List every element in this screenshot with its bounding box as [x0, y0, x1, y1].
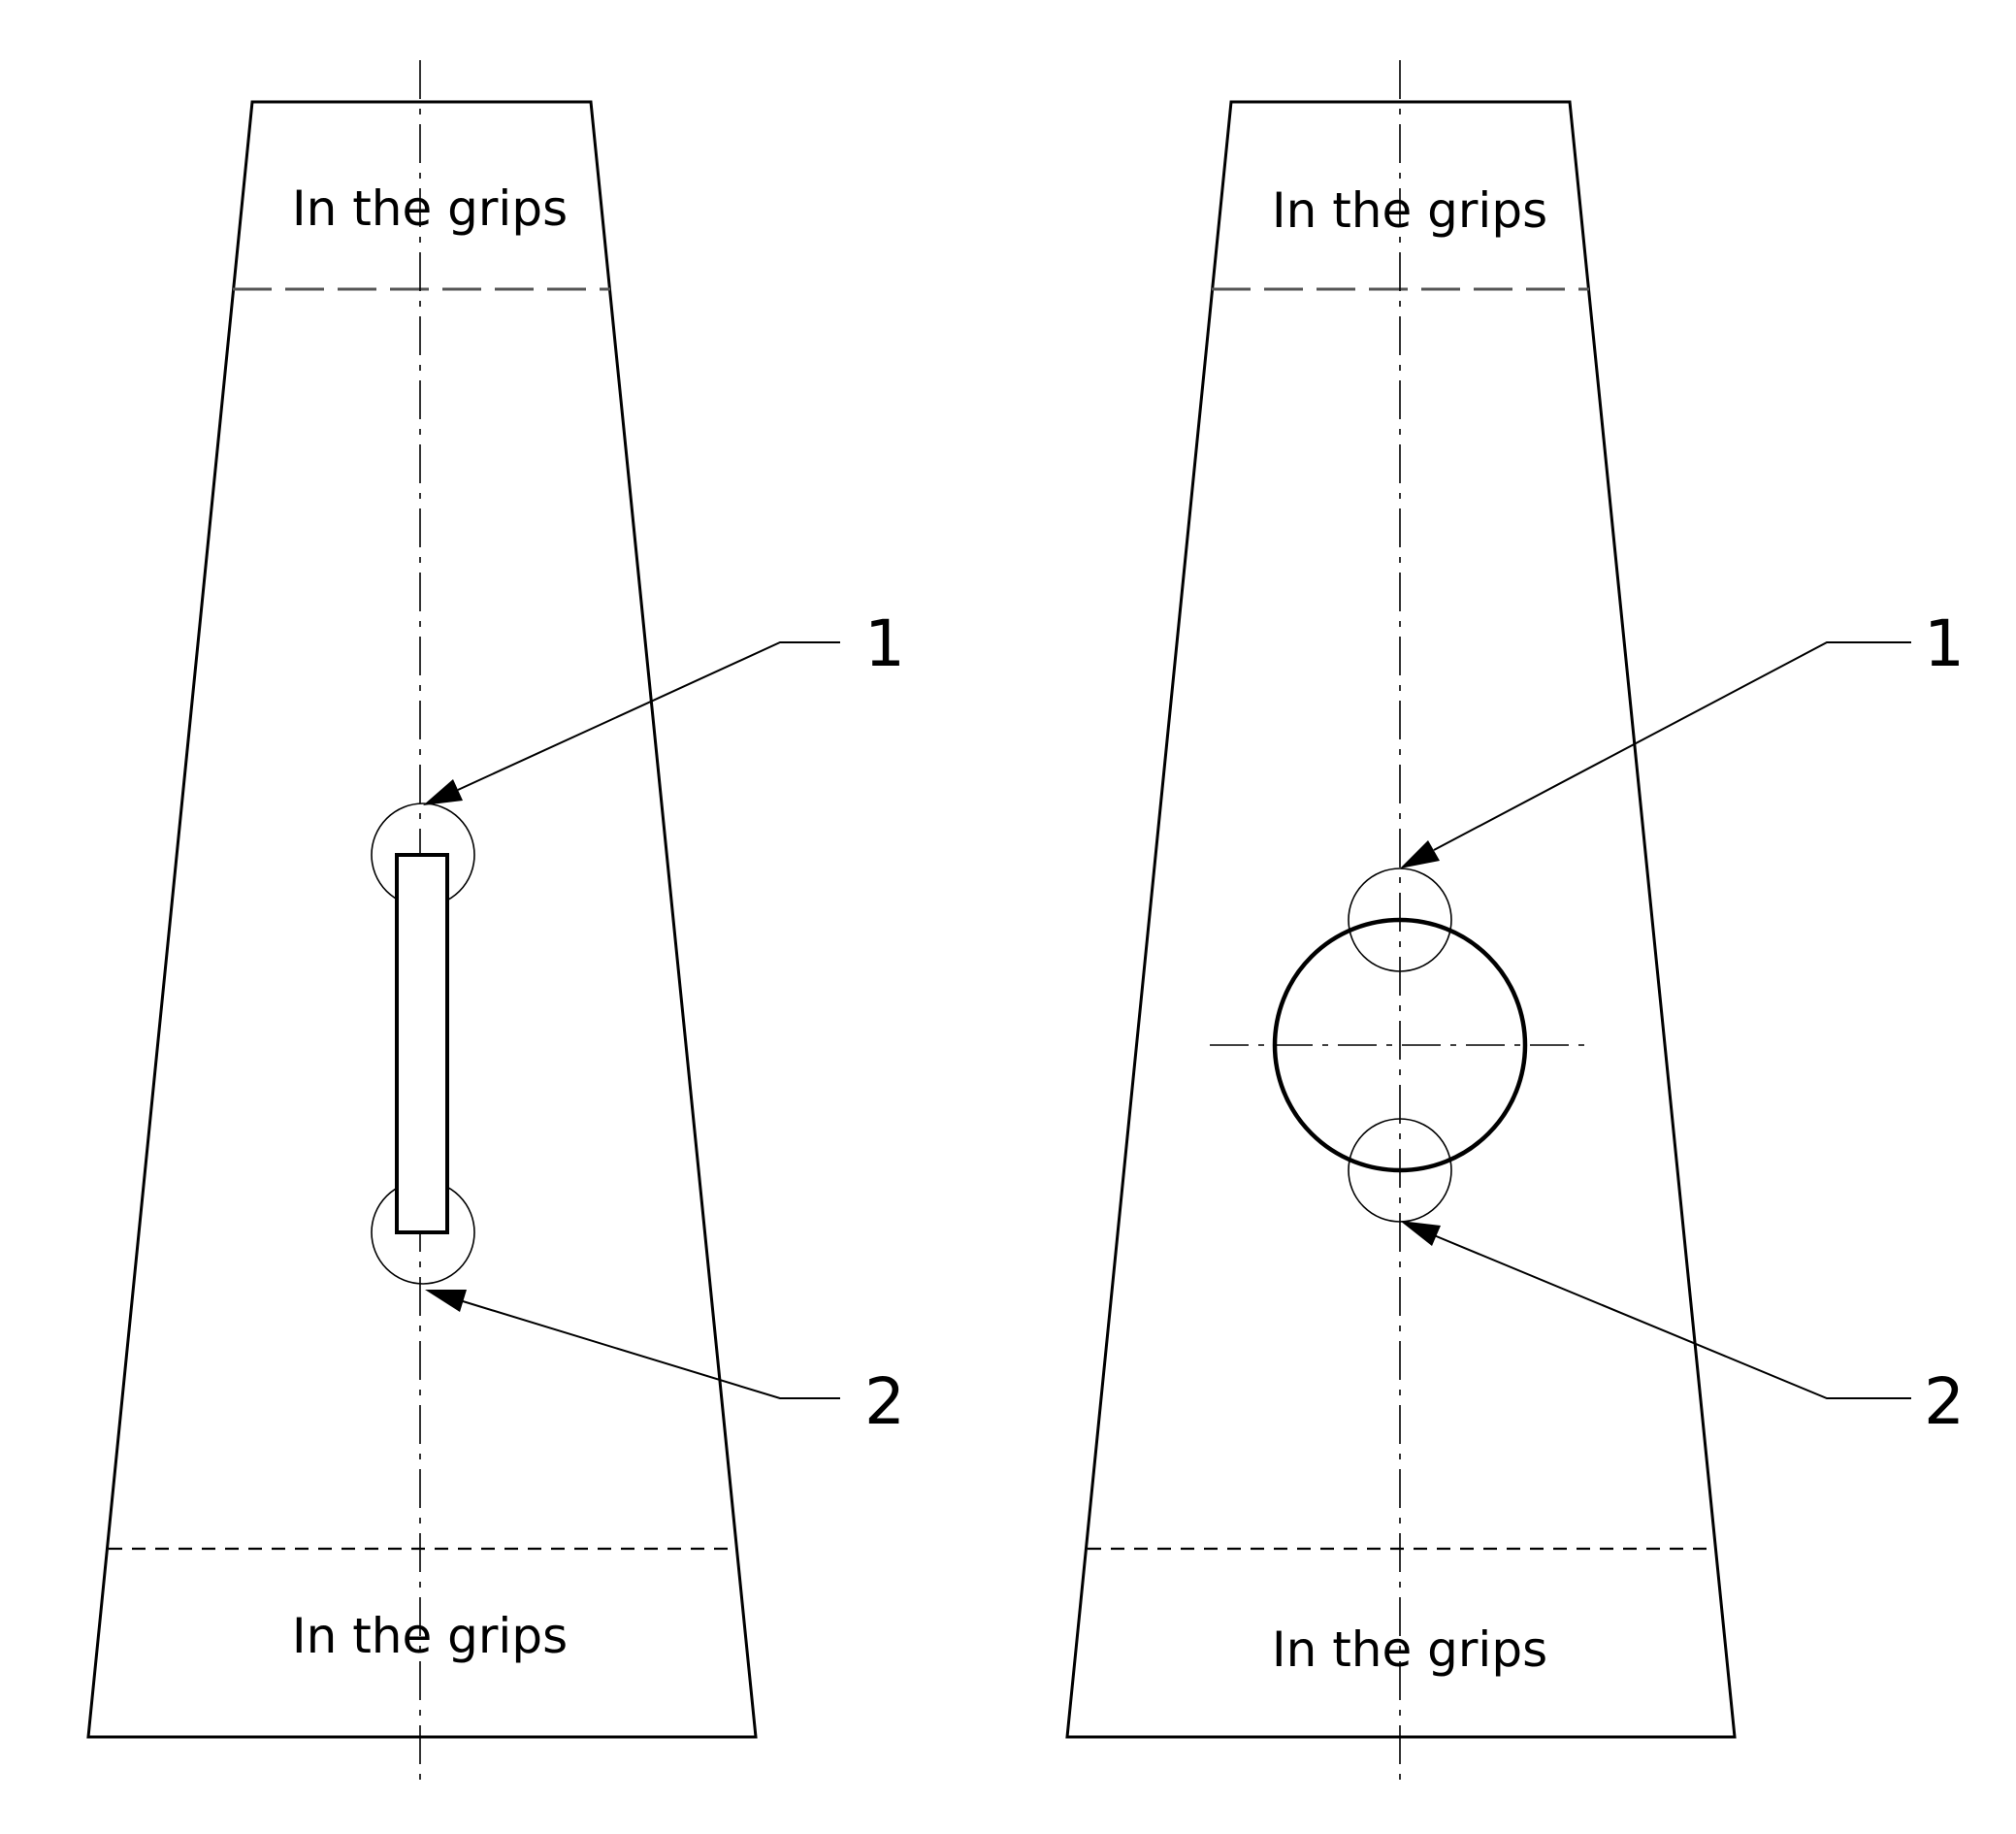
- specimen-outline: [86, 100, 758, 1739]
- specimen-left: In the grips In the grips 1 2: [86, 60, 905, 1789]
- callout-2: 2: [425, 1290, 905, 1439]
- arrowhead: [425, 1290, 467, 1312]
- callout-number: 2: [1924, 1364, 1965, 1439]
- stress-zone-circle-bottom: [1348, 1118, 1452, 1223]
- leader-line: [457, 641, 840, 791]
- leader-line: [1433, 1234, 1911, 1399]
- arrowhead: [1400, 1221, 1441, 1246]
- callout-number: 2: [864, 1364, 905, 1439]
- arrowhead: [1400, 840, 1440, 868]
- slot-notch: [395, 853, 449, 1234]
- grip-label-top: In the grips: [292, 180, 568, 237]
- callout-number: 1: [1924, 606, 1965, 681]
- specimen-right: In the grips In the grips 1 2: [1065, 60, 1965, 1789]
- specimen-outline: [1065, 100, 1737, 1739]
- callout-1: 1: [423, 606, 905, 805]
- callout-1: 1: [1400, 606, 1965, 868]
- grip-label-top: In the grips: [1272, 182, 1547, 239]
- callout-number: 1: [864, 606, 905, 681]
- leader-line: [1433, 641, 1911, 851]
- grip-label-bottom: In the grips: [292, 1608, 568, 1664]
- grip-label-bottom: In the grips: [1272, 1621, 1547, 1678]
- arrowhead: [423, 779, 463, 805]
- callout-2: 2: [1400, 1221, 1965, 1439]
- leader-line: [462, 1300, 840, 1399]
